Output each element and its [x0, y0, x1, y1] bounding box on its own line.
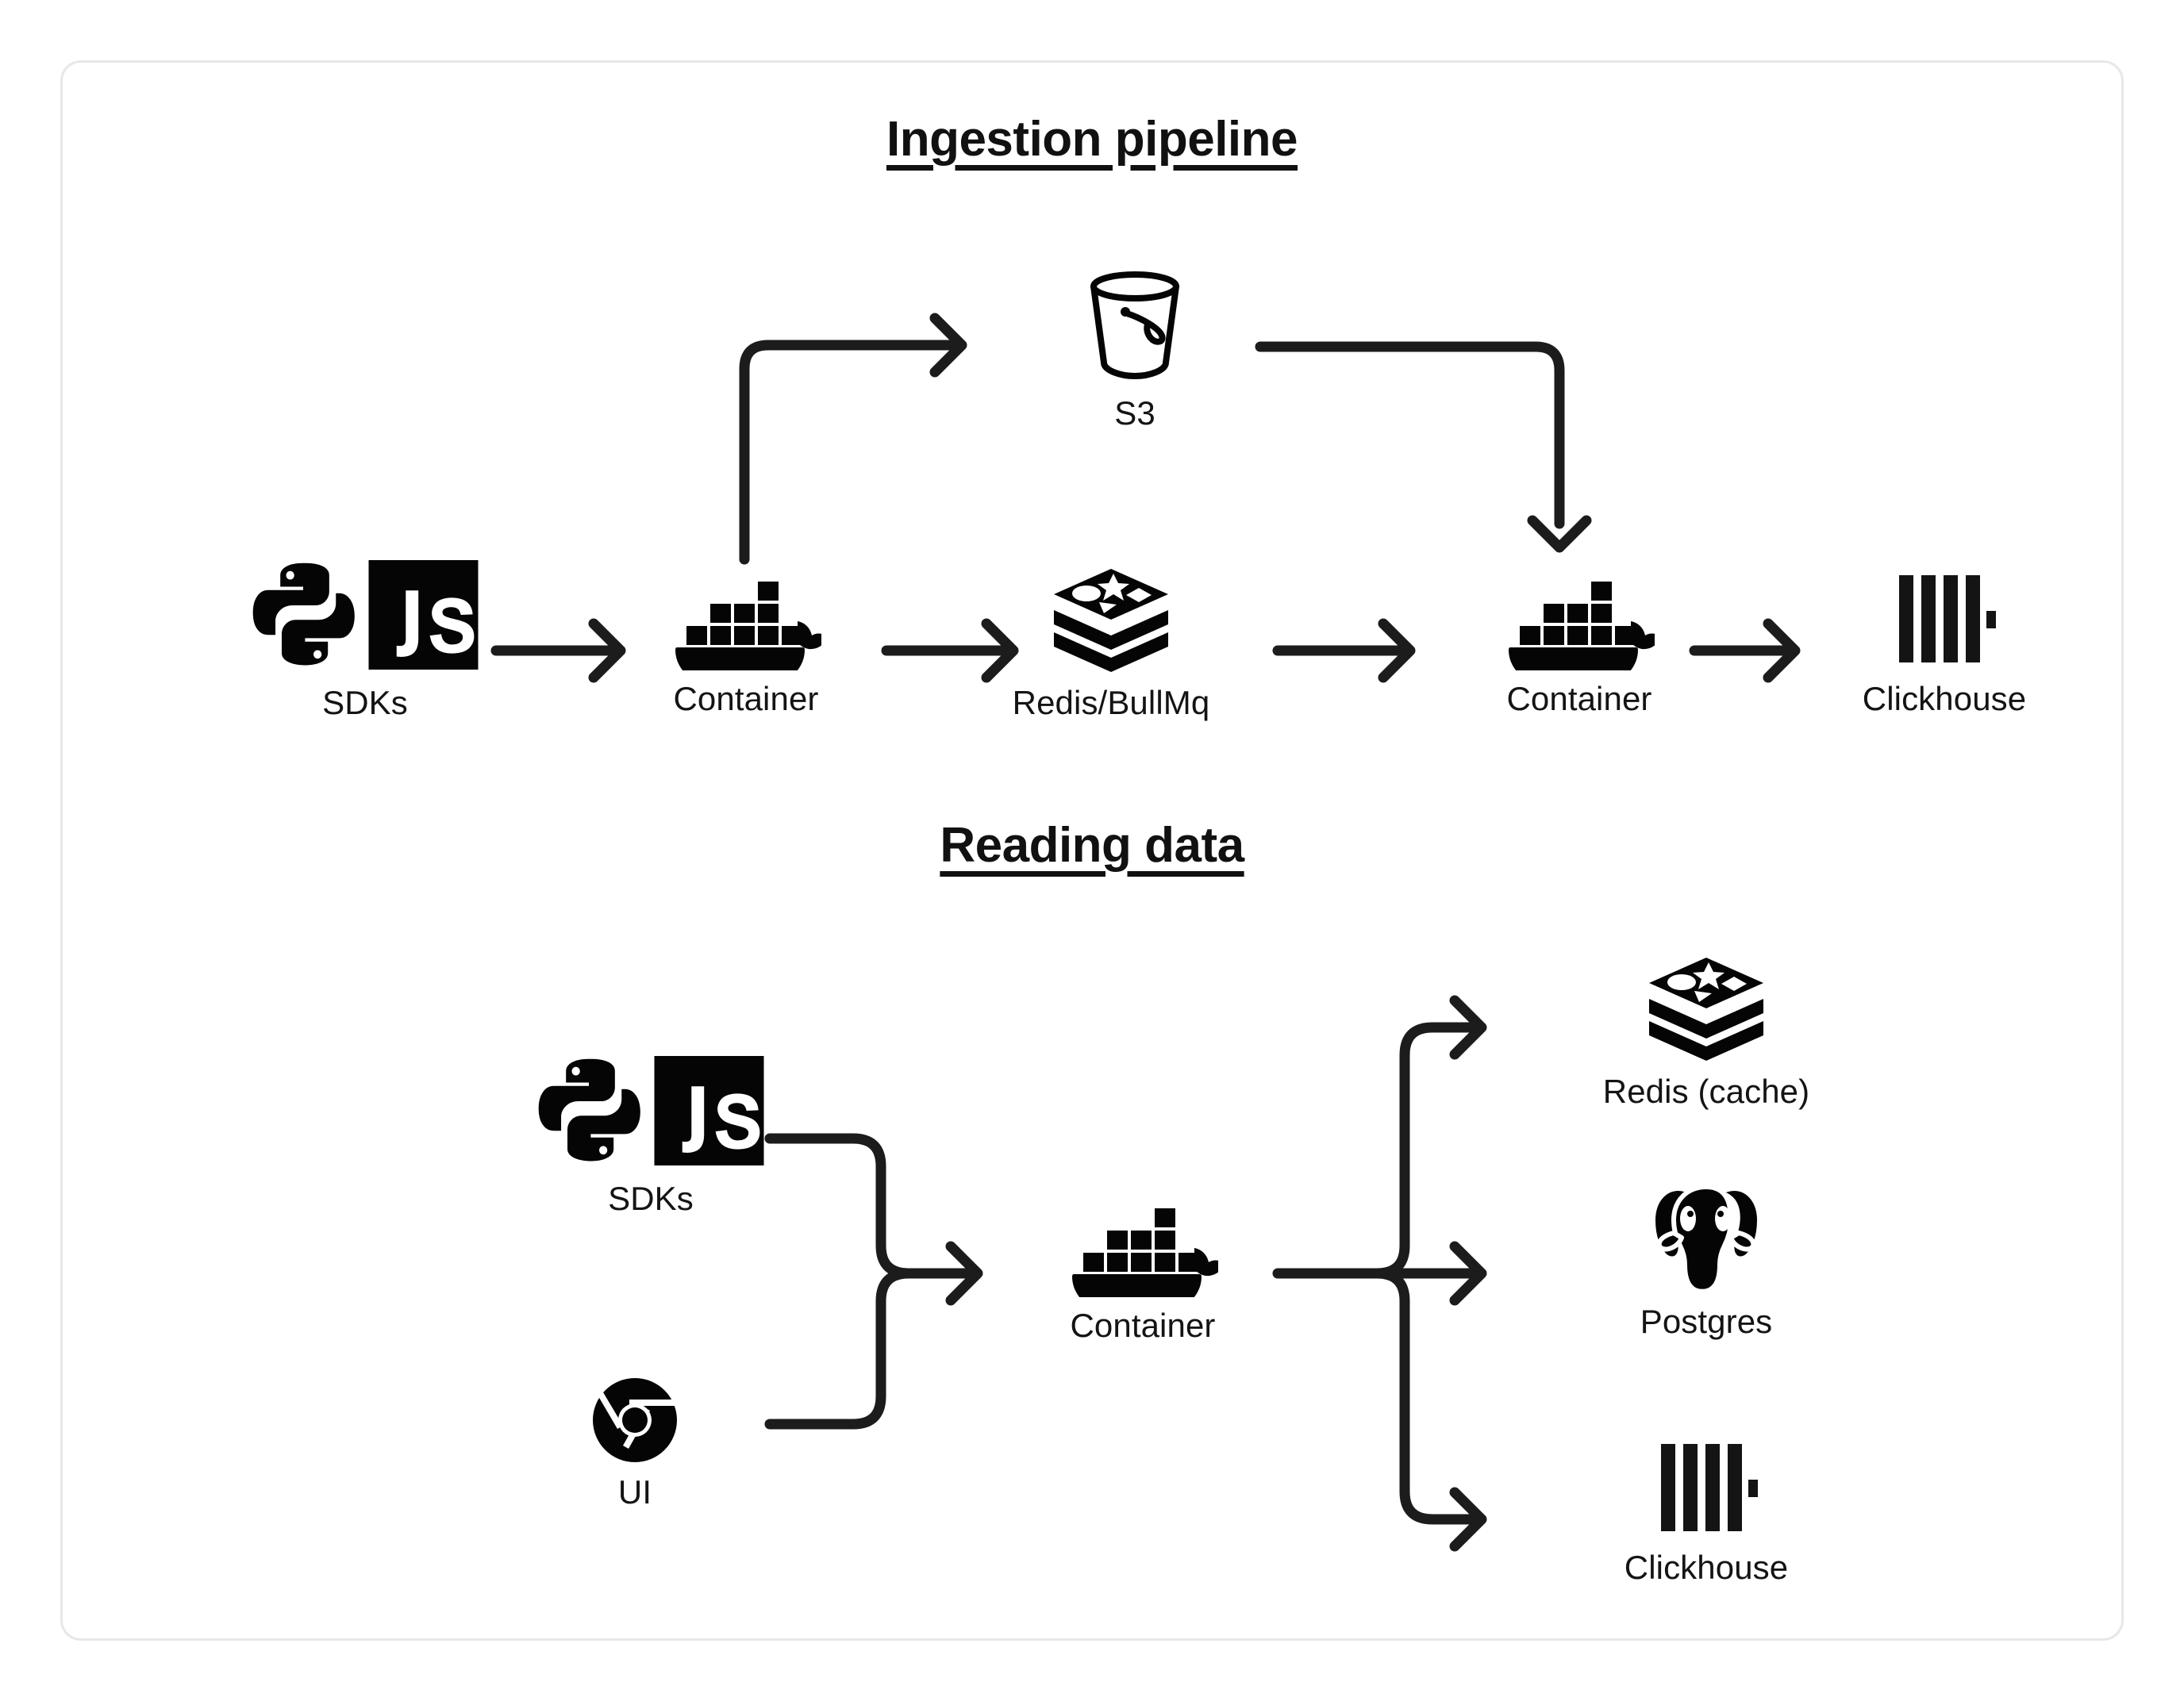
section-title-ingestion: Ingestion pipeline	[886, 112, 1298, 167]
node-label: UI	[617, 1473, 652, 1511]
node-label: Clickhouse	[1624, 1549, 1789, 1586]
docker-whale-icon	[671, 567, 821, 670]
node-container-ingestion-2: Container	[1484, 567, 1675, 717]
node-container-reading: Container	[1048, 1194, 1238, 1344]
diagram-card	[60, 60, 2124, 1641]
node-label: Container	[1070, 1307, 1216, 1344]
clickhouse-bars-icon	[1655, 1436, 1758, 1539]
node-label: Clickhouse	[1862, 680, 2027, 717]
node-label: Container	[673, 680, 819, 717]
docker-whale-icon	[1504, 567, 1655, 670]
edge-container3-rediscache	[1371, 1000, 1482, 1279]
clickhouse-bars-icon	[1893, 567, 1996, 670]
redis-stack-icon	[1052, 567, 1171, 674]
node-clickhouse-ingestion: Clickhouse	[1817, 567, 2071, 717]
node-label: Redis (cache)	[1602, 1073, 1810, 1110]
chrome-browser-icon	[591, 1377, 679, 1464]
docker-whale-icon	[1067, 1194, 1218, 1297]
edge-s3-container2	[1255, 341, 1586, 547]
node-label: Container	[1506, 680, 1652, 717]
node-postgres: Postgres	[1548, 1182, 1865, 1340]
node-redis-cache: Redis (cache)	[1532, 956, 1881, 1110]
section-title-reading: Reading data	[940, 818, 1244, 873]
postgres-elephant-icon	[1647, 1182, 1766, 1293]
node-label: Redis/BullMq	[1012, 684, 1210, 721]
edge-container3-clickhouse	[1371, 1268, 1482, 1546]
node-label: Postgres	[1640, 1303, 1773, 1340]
node-label: SDKs	[608, 1180, 694, 1217]
node-clickhouse-reading: Clickhouse	[1548, 1436, 1865, 1586]
node-label: SDKs	[322, 684, 408, 721]
edge-sdks2-container3	[764, 1133, 914, 1279]
node-redis-bullmq: Redis/BullMq	[952, 567, 1270, 721]
edge-container2-clickhouse	[1689, 624, 1795, 678]
edge-sdks-container1	[490, 624, 621, 678]
node-container-ingestion-1: Container	[651, 567, 841, 717]
python-js-sdk-icon	[246, 555, 484, 674]
edge-container1-s3	[739, 318, 962, 565]
edge-container1-redis	[881, 624, 1013, 678]
node-label: S3	[1114, 394, 1155, 432]
node-ui: UI	[556, 1377, 714, 1511]
edge-redis-container2	[1272, 624, 1410, 678]
python-js-sdk-icon	[532, 1051, 770, 1170]
edge-ui-container3	[764, 1246, 978, 1430]
node-s3: S3	[1040, 266, 1230, 432]
node-sdks-reading: SDKs	[524, 1051, 778, 1217]
s3-bucket-icon	[1079, 266, 1190, 385]
redis-stack-icon	[1647, 956, 1766, 1063]
node-sdks-ingestion: SDKs	[238, 555, 492, 721]
